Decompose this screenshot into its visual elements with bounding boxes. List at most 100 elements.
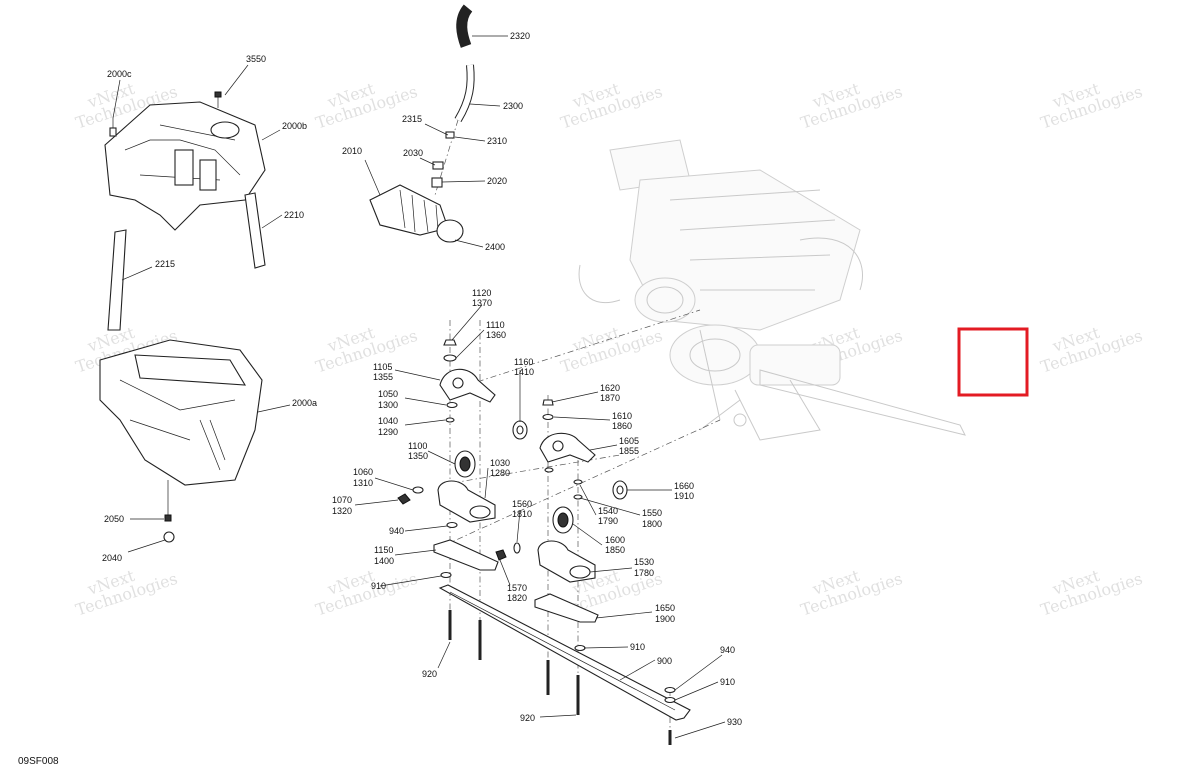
callout-1850: 1850 xyxy=(605,545,625,555)
clamp-2400 xyxy=(436,219,464,243)
callout-2310: 2310 xyxy=(487,136,507,146)
screw-2050 xyxy=(164,480,172,522)
callout-1570: 1570 xyxy=(507,583,527,593)
callout-1350: 1350 xyxy=(408,451,428,461)
callout-1610: 1610 xyxy=(612,411,632,421)
nut-1060 xyxy=(412,486,424,494)
callout-1150: 1150 xyxy=(374,545,393,555)
callout-1370: 1370 xyxy=(472,298,492,308)
callout-900: 900 xyxy=(657,656,672,666)
engine-reference-illustration xyxy=(578,139,966,441)
callout-2040: 2040 xyxy=(102,553,122,563)
plug-2040 xyxy=(163,531,175,543)
callout-1060: 1060 xyxy=(353,467,373,477)
callout-2030: 2030 xyxy=(403,148,423,158)
callout-1860: 1860 xyxy=(612,421,632,431)
callout-1855: 1855 xyxy=(619,446,639,456)
callout-2320: 2320 xyxy=(510,31,530,41)
bracket-1105 xyxy=(439,368,496,403)
callout-2000b: 2000b xyxy=(282,121,307,131)
washer-upper-right xyxy=(544,467,554,473)
callout-940-upper: 940 xyxy=(389,526,404,536)
washer-940 xyxy=(446,521,458,529)
callout-1120: 1120 xyxy=(472,288,491,298)
callout-1900: 1900 xyxy=(655,614,675,624)
callout-1360: 1360 xyxy=(486,330,506,340)
callout-1780: 1780 xyxy=(634,568,654,578)
callout-920-bottom: 920 xyxy=(520,713,535,723)
plate-1650 xyxy=(534,593,599,623)
washer-1560 xyxy=(513,542,521,554)
callout-920-left: 920 xyxy=(422,669,437,679)
callout-2020: 2020 xyxy=(487,176,507,186)
washer-910-left xyxy=(440,571,452,579)
callout-2300: 2300 xyxy=(503,101,523,111)
callout-2000c: 2000c xyxy=(107,69,132,79)
callout-1790: 1790 xyxy=(598,516,618,526)
callout-1050: 1050 xyxy=(378,389,398,399)
nipple-2020 xyxy=(431,177,443,188)
washer-910-mid xyxy=(574,644,586,652)
washer-1110 xyxy=(443,354,457,362)
washer-1610 xyxy=(542,413,554,421)
bracket-1605 xyxy=(539,432,596,463)
strap-2210 xyxy=(244,192,266,269)
bushing-1660 xyxy=(612,480,628,500)
mount-axis-lines xyxy=(439,309,721,740)
rail-900 xyxy=(438,584,691,721)
callout-910-right: 910 xyxy=(720,677,735,687)
washer-1540 xyxy=(573,479,583,485)
callout-1355: 1355 xyxy=(373,372,393,382)
callout-1110: 1110 xyxy=(486,320,505,330)
callout-930: 930 xyxy=(727,717,742,727)
callout-1530: 1530 xyxy=(634,557,654,567)
airbox-lower xyxy=(99,339,263,486)
clamp-2030 xyxy=(432,161,444,170)
fitting-2315 xyxy=(445,131,455,139)
callout-1105: 1105 xyxy=(373,362,392,372)
callout-1040: 1040 xyxy=(378,416,398,426)
nut-1120 xyxy=(443,339,457,346)
bolts-920 xyxy=(448,610,580,715)
callout-1160: 1160 xyxy=(514,357,533,367)
screw-3550 xyxy=(214,91,222,108)
callout-1810: 1810 xyxy=(512,509,532,519)
bushing-1600 xyxy=(552,506,574,534)
callout-2050: 2050 xyxy=(104,514,124,524)
callout-1820: 1820 xyxy=(507,593,527,603)
callout-1320: 1320 xyxy=(332,506,352,516)
callout-910-mid: 910 xyxy=(630,642,645,652)
callout-940-right: 940 xyxy=(720,645,735,655)
washer-940-right xyxy=(664,686,676,694)
callout-2400: 2400 xyxy=(485,242,505,252)
nut-1620 xyxy=(542,399,554,406)
callout-1100: 1100 xyxy=(408,441,427,451)
callout-1620: 1620 xyxy=(600,383,620,393)
callout-labels: 2320 2300 2315 2310 2010 2030 2020 2400 … xyxy=(102,31,742,727)
strap-2215 xyxy=(107,229,127,331)
callout-1600: 1600 xyxy=(605,535,625,545)
figure-code: 09SF008 xyxy=(18,756,59,767)
clip-2000c xyxy=(109,118,117,137)
intake-hose-2010 xyxy=(369,184,449,236)
callout-1400: 1400 xyxy=(374,556,394,566)
cradle-1030 xyxy=(437,480,496,523)
airbox-upper xyxy=(104,101,266,231)
highlight-box xyxy=(957,327,1029,397)
callout-2010: 2010 xyxy=(342,146,362,156)
plate-1150 xyxy=(433,539,499,571)
bushing-1160 xyxy=(512,420,528,440)
callout-2000a: 2000a xyxy=(292,398,317,408)
callout-1910: 1910 xyxy=(674,491,694,501)
tube-2300 xyxy=(454,64,475,123)
callout-1800: 1800 xyxy=(642,519,662,529)
hose-2320 xyxy=(456,4,473,48)
cradle-1530 xyxy=(537,540,596,583)
callout-1650: 1650 xyxy=(655,603,675,613)
callout-1550: 1550 xyxy=(642,508,662,518)
washer-1050 xyxy=(446,401,458,409)
washer-1040 xyxy=(445,417,455,423)
callout-1290: 1290 xyxy=(378,427,398,437)
callout-2215: 2215 xyxy=(155,259,175,269)
